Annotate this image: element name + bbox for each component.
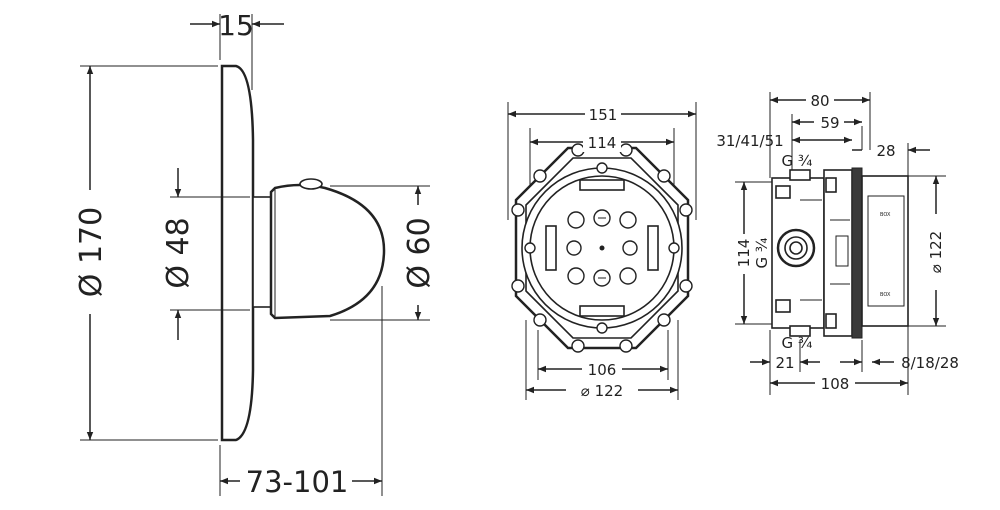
top-width-label: 15: [218, 9, 254, 42]
adjust-range-label: 31/41/51: [716, 132, 783, 150]
svg-text:BOX: BOX: [880, 292, 891, 298]
side-height-label: 114: [735, 239, 753, 268]
box-seal: [851, 167, 863, 339]
box-front-view: 151 114 106 ⌀ 122: [507, 102, 697, 400]
handle-neck: [252, 196, 272, 308]
side-diameter-label: ⌀ 122: [927, 231, 945, 273]
outer-diameter-label: Ø 170: [74, 207, 109, 297]
right-offset-label: 28: [876, 142, 895, 160]
side-bottom-width-label: 108: [821, 375, 850, 393]
box-body-right: [861, 175, 909, 327]
bottom-thread-label: G ¾: [782, 334, 813, 352]
bottom-offset-label: 21: [775, 354, 794, 372]
svg-text:BOX: BOX: [880, 212, 891, 218]
box-side-view: BOX BOX 80 59 31/41/51 28 G ¾: [716, 90, 959, 395]
side-inner-width-label: 59: [820, 114, 839, 132]
wall-plate: [220, 64, 255, 442]
knob-diameter-label: Ø 60: [402, 217, 437, 288]
bottom-width-label: 106: [588, 361, 617, 379]
thermostat-side-view: Ø 170 Ø 48 Ø 60 15 73-101: [72, 9, 437, 499]
handle-diameter-label: Ø 48: [161, 217, 196, 288]
inner-width-label: 114: [588, 134, 617, 152]
top-thread-label: G ¾: [782, 152, 813, 170]
side-top-width-label: 80: [810, 92, 829, 110]
box-diameter-label: ⌀ 122: [581, 382, 623, 400]
box-flange: [823, 169, 853, 337]
bottom-range-label: 8/18/28: [901, 354, 959, 372]
handle-knob: [269, 183, 386, 320]
knob-button: [299, 178, 323, 190]
overall-width-label: 151: [589, 106, 618, 124]
side-thread-label: G ¾: [753, 237, 771, 268]
depth-range-label: 73-101: [246, 465, 349, 499]
